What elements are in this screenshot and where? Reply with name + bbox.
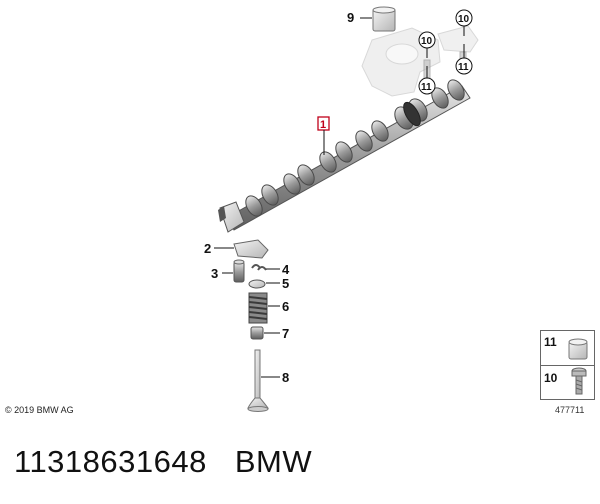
small-parts-legend: 11 10 (540, 330, 595, 400)
spring-retainer-part-5 (248, 279, 280, 289)
legend-divider (541, 365, 594, 366)
svg-text:10: 10 (458, 14, 470, 25)
hydraulic-element-part-3 (222, 259, 245, 283)
upper-leader-lines (426, 26, 465, 78)
exploded-parts-diagram: 9 10 11 10 11 1 2 3 4 5 6 7 8 (204, 6, 479, 412)
callout-9: 9 (347, 10, 354, 25)
callout-5: 5 (282, 276, 289, 291)
valve-keepers-part-4 (251, 264, 280, 271)
sleeve-icon (568, 338, 588, 360)
svg-text:11: 11 (421, 82, 432, 93)
brand-name: BMW (234, 444, 313, 479)
callout-1: 1 (320, 119, 326, 131)
legend-number-10: 10 (544, 371, 558, 385)
camshaft-part-1 (218, 79, 471, 233)
valve-part-8 (247, 349, 280, 412)
callout-11-b: 11 (455, 57, 473, 75)
callout-3: 3 (211, 266, 218, 281)
callout-2: 2 (204, 241, 211, 256)
svg-text:10: 10 (421, 36, 433, 47)
valve-spring-part-6 (248, 292, 280, 324)
callout-1-marker (317, 116, 330, 155)
copyright-text: © 2019 BMW AG (5, 405, 74, 415)
callout-4: 4 (282, 262, 290, 277)
callout-10-b: 10 (455, 9, 473, 27)
legend-number-11: 11 (544, 335, 557, 349)
callout-11-a: 11 (418, 77, 436, 95)
valve-stem-seal-part-7 (250, 326, 280, 340)
callout-10-a: 10 (418, 31, 436, 49)
diagram-reference-number: 477711 (555, 405, 585, 415)
callout-6: 6 (282, 299, 289, 314)
tappet-part-9 (360, 6, 396, 32)
svg-text:11: 11 (458, 62, 469, 73)
callout-8: 8 (282, 370, 289, 385)
part-number-line: 11318631648 BMW (14, 444, 312, 480)
rocker-arm-part-2 (214, 239, 269, 259)
bolt-icon (571, 367, 587, 395)
part-number: 11318631648 (14, 444, 207, 479)
callout-7: 7 (282, 326, 289, 341)
